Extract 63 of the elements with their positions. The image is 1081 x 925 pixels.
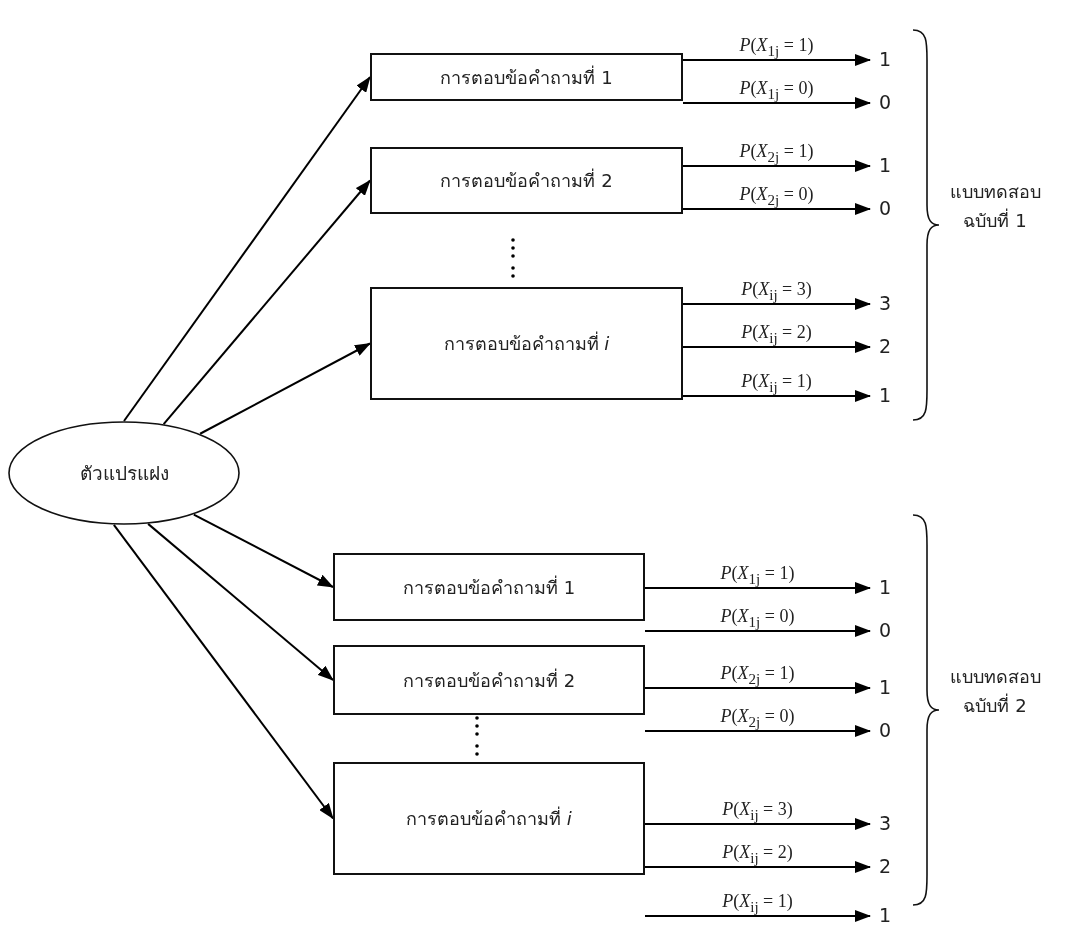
arrow (644, 910, 871, 922)
arrow (682, 341, 871, 353)
response-value: 2 (878, 335, 892, 357)
test-form-label: แบบทดสอบ ฉบับที่ 1 (948, 180, 1042, 233)
edge-label: P(X$_{2j}$ = 0) (737, 185, 816, 209)
arrow (123, 76, 371, 422)
response-value: 3 (878, 292, 892, 314)
arrow (162, 179, 371, 426)
arrow (682, 390, 871, 402)
arrow (644, 582, 871, 594)
arrow (644, 682, 871, 694)
edge-label: P(X$_{2j}$ = 0) (718, 707, 797, 731)
box-label: การตอบข้อคำถามที่ 2 (402, 667, 576, 693)
arrow (682, 160, 871, 172)
arrow (682, 97, 871, 109)
arrow (682, 54, 871, 66)
edge-label: P(X$_{2j}$ = 1) (718, 664, 797, 688)
box-label: การตอบข้อคำถามที่ 1 (440, 64, 613, 90)
response-value: 0 (878, 719, 892, 741)
arrow (644, 818, 871, 830)
item-response-box (370, 147, 683, 214)
response-value: 1 (878, 676, 892, 698)
arrow (682, 203, 871, 215)
item-response-box (370, 53, 683, 101)
arrow (192, 513, 334, 588)
box-label: การตอบข้อคำถามที่ i (406, 805, 572, 831)
item-response-box (333, 762, 645, 875)
edge-label: P(X$_{1j}$ = 1) (737, 36, 816, 60)
edge-label: P(X$_{ij}$ = 2) (720, 843, 795, 867)
arrow (644, 861, 871, 873)
latent-variable-label: ตัวแปรแฝง (79, 461, 169, 486)
edge-label: P(X$_{ij}$ = 1) (739, 372, 814, 396)
arrow (147, 522, 334, 681)
test-form-label: แบบทดสอบ ฉบับที่ 2 (948, 665, 1042, 718)
box-label: การตอบข้อคำถามที่ 1 (402, 574, 576, 600)
arrow (682, 298, 871, 310)
edge-label: P(X$_{1j}$ = 0) (737, 79, 816, 103)
box-label: การตอบข้อคำถามที่ 2 (440, 167, 613, 193)
response-value: 0 (878, 91, 892, 113)
response-value: 1 (878, 154, 892, 176)
arrow (644, 625, 871, 637)
arrow (112, 523, 334, 820)
edge-label: P(X$_{ij}$ = 3) (739, 280, 814, 304)
box-label: การตอบข้อคำถามที่ i (443, 330, 610, 356)
item-response-box (333, 553, 645, 621)
response-value: 0 (878, 197, 892, 219)
response-value: 1 (878, 48, 892, 70)
response-value: 3 (878, 812, 892, 834)
response-value: 1 (878, 904, 892, 925)
edge-label: P(X$_{ij}$ = 1) (720, 892, 795, 916)
edge-label: P(X$_{ij}$ = 2) (739, 323, 814, 347)
item-response-box (370, 287, 683, 400)
arrow (644, 725, 871, 737)
edge-label: P(X$_{ij}$ = 3) (720, 800, 795, 824)
arrow (199, 342, 371, 435)
edge-label: P(X$_{1j}$ = 1) (718, 564, 797, 588)
edge-label: P(X$_{2j}$ = 1) (737, 142, 816, 166)
response-value: 0 (878, 619, 892, 641)
response-value: 1 (878, 384, 892, 406)
response-value: 1 (878, 576, 892, 598)
edge-label: P(X$_{1j}$ = 0) (718, 607, 797, 631)
response-value: 2 (878, 855, 892, 877)
item-response-box (333, 645, 645, 715)
